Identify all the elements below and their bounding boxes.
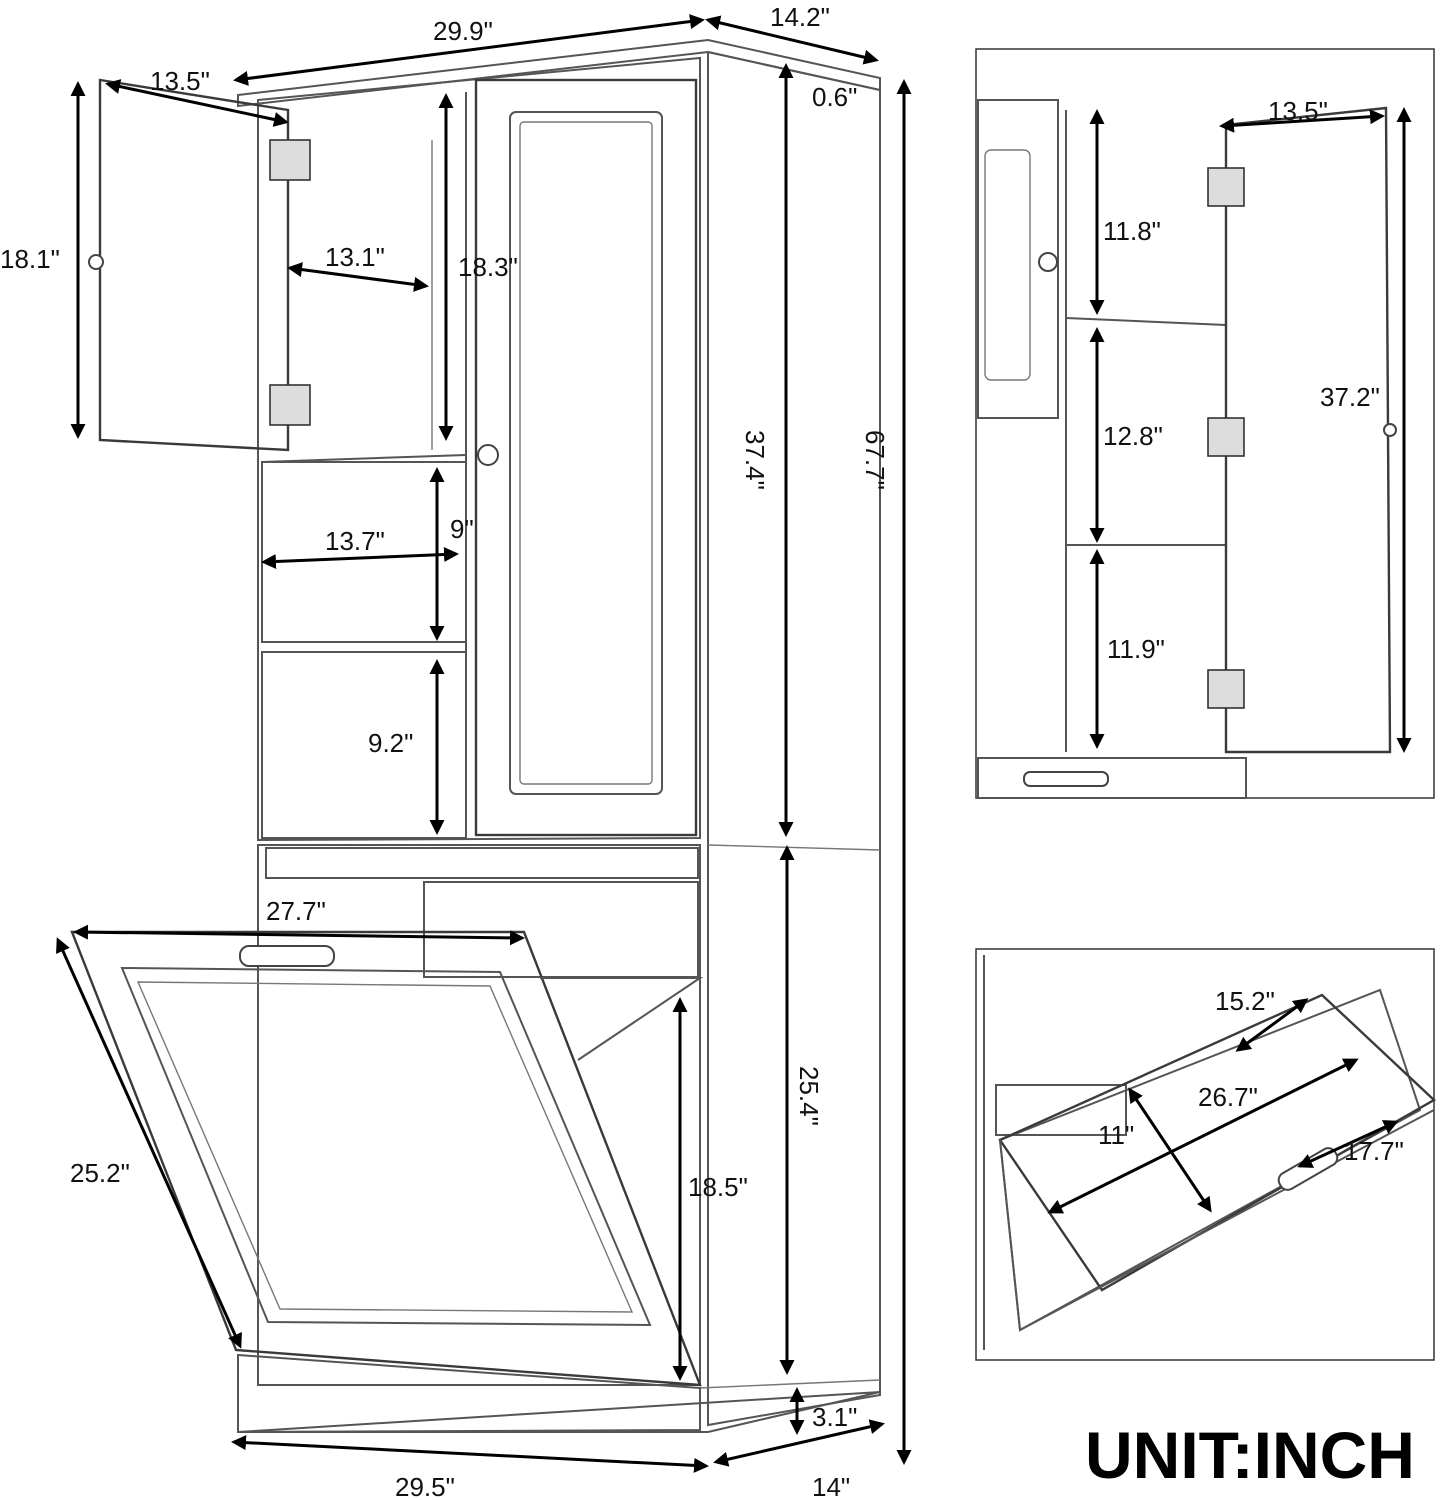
label-detail-door-height: 37.2" bbox=[1320, 382, 1380, 412]
label-detail-shelf-2: 12.8" bbox=[1103, 421, 1163, 451]
detail-hinge-2 bbox=[1207, 417, 1245, 457]
label-detail-bottom-width: 26.7" bbox=[1198, 1082, 1258, 1112]
detail-left-knob bbox=[1038, 252, 1058, 272]
cabinet-right-side bbox=[707, 50, 881, 1427]
shelf-upper bbox=[261, 454, 467, 463]
arrow-detail-top-width bbox=[1235, 998, 1309, 1052]
label-base-depth: 14" bbox=[812, 1472, 850, 1500]
tall-door-panel bbox=[509, 111, 663, 795]
label-lower-shelf-height: 9.2" bbox=[368, 728, 413, 758]
hamper-bin-side bbox=[540, 977, 704, 1061]
detail-door-knob bbox=[1383, 423, 1397, 437]
detail-panel-door: 13.5" 11.8" 12.8" 11.9" 37.2" bbox=[975, 48, 1435, 799]
top-drawer bbox=[265, 847, 699, 879]
hinge-upper bbox=[269, 139, 311, 181]
label-detail-top-width: 15.2" bbox=[1215, 986, 1275, 1016]
arrow-hamper-width bbox=[73, 924, 525, 946]
arrow-overall-depth bbox=[705, 15, 879, 65]
label-overall-width: 29.9" bbox=[433, 16, 493, 46]
unit-label: UNIT:INCH bbox=[1085, 1418, 1415, 1492]
label-detail-depth: 11" bbox=[1098, 1120, 1134, 1150]
arrow-detail-depth bbox=[1128, 1087, 1212, 1213]
detail-drawer-handle bbox=[1023, 771, 1109, 787]
arrow-detail-side-depth bbox=[1297, 1120, 1399, 1168]
label-detail-shelf-1: 11.8" bbox=[1103, 216, 1161, 246]
label-base-width: 29.5" bbox=[395, 1472, 455, 1500]
detail-panel-hamper: 15.2" 26.7" 11" 17.7" bbox=[975, 948, 1437, 1361]
lower-cabinet-front bbox=[257, 844, 701, 1386]
arrow-detail-door-width bbox=[1219, 109, 1385, 133]
main-dimension-labels: 29.9" 14.2" 0.6" 13.5" 18.1" 13.1" 18.3"… bbox=[0, 2, 890, 1500]
label-tall-door-height: 37.4" bbox=[740, 430, 770, 490]
label-overall-depth: 14.2" bbox=[770, 2, 830, 32]
label-hamper-diagonal: 25.2" bbox=[70, 1158, 130, 1188]
arrow-upper-shelf-width bbox=[287, 262, 429, 292]
plinth-top-edge bbox=[699, 1379, 881, 1389]
tilt-out-hamper bbox=[70, 930, 702, 1387]
lower-cubby bbox=[261, 651, 467, 839]
hamper-panel-inner bbox=[136, 981, 634, 1313]
detail-drawer bbox=[977, 757, 1247, 799]
arrow-middle-shelf-width bbox=[261, 547, 459, 569]
arrow-base-width bbox=[231, 1435, 709, 1473]
label-hamper-inner-height: 18.5" bbox=[688, 1172, 748, 1202]
detail-shelf-1 bbox=[1065, 317, 1227, 326]
hinge-lower bbox=[269, 384, 311, 426]
label-base-cabinet-height: 25.4" bbox=[794, 1066, 824, 1126]
arrow-upper-door-width bbox=[105, 79, 289, 127]
tall-door-panel-inner bbox=[519, 121, 653, 785]
upper-door-knob bbox=[88, 254, 104, 270]
detail-door-frame bbox=[975, 48, 1435, 799]
plinth-front bbox=[237, 1353, 701, 1434]
cabinet-top bbox=[237, 38, 881, 108]
label-upper-shelf-width: 13.1" bbox=[325, 242, 385, 272]
arrow-overall-width bbox=[233, 14, 705, 86]
tall-door-knob bbox=[477, 444, 499, 466]
label-overall-height: 67.7" bbox=[860, 430, 890, 490]
label-middle-shelf-width: 13.7" bbox=[325, 526, 385, 556]
label-top-thickness: 0.6" bbox=[812, 82, 857, 112]
label-detail-side-depth: 17.7" bbox=[1344, 1136, 1404, 1166]
drawer-face bbox=[423, 881, 699, 978]
arrow-hamper-diagonal bbox=[56, 937, 242, 1349]
label-detail-door-width: 13.5" bbox=[1268, 96, 1328, 126]
label-hamper-width: 27.7" bbox=[266, 896, 326, 926]
label-middle-shelf-height: 9" bbox=[450, 514, 474, 544]
label-upper-shelf-height: 18.3" bbox=[458, 252, 518, 282]
open-upper-door bbox=[98, 78, 290, 452]
label-plinth-height: 3.1" bbox=[812, 1402, 857, 1432]
hamper-panel bbox=[120, 966, 652, 1327]
detail-hinge-1 bbox=[1207, 167, 1245, 207]
side-divider bbox=[707, 844, 881, 851]
hamper-handle bbox=[239, 945, 335, 967]
main-dimension-arrows bbox=[56, 14, 912, 1473]
detail-hinge-3 bbox=[1207, 669, 1245, 709]
detail-left-door bbox=[977, 99, 1059, 419]
detail-left-door-panel bbox=[984, 149, 1031, 381]
label-upper-door-width: 13.5" bbox=[150, 66, 210, 96]
arrow-base-depth bbox=[713, 1419, 885, 1467]
label-upper-door-height: 18.1" bbox=[0, 244, 60, 274]
detail-hamper-top-edge bbox=[998, 993, 1437, 1292]
label-detail-shelf-3: 11.9" bbox=[1107, 634, 1165, 664]
main-cabinet-drawing bbox=[70, 38, 881, 1434]
